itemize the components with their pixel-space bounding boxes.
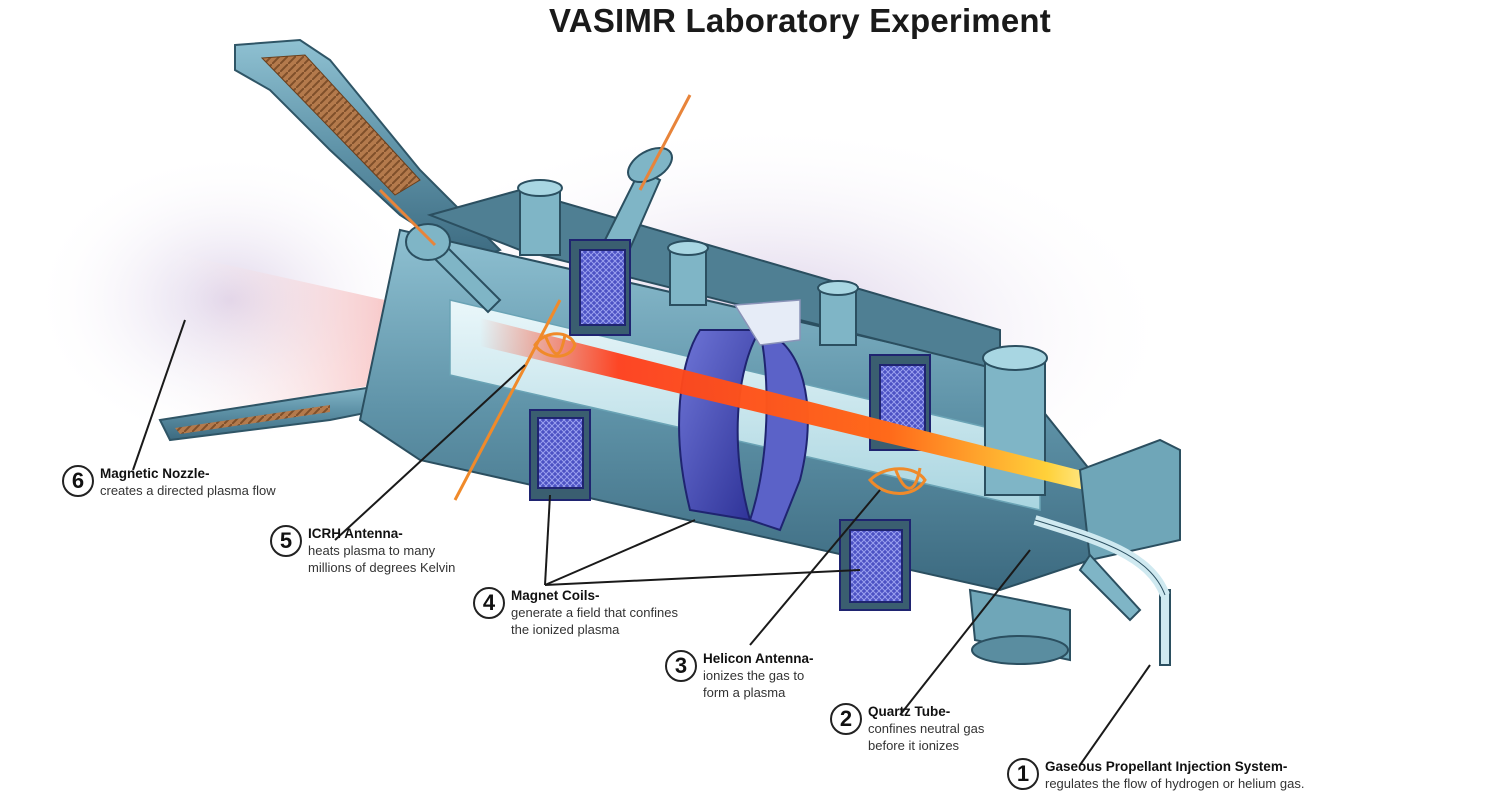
callout-desc: confines neutral gas: [868, 721, 985, 736]
side-ports: [405, 146, 673, 314]
callout-number: 4: [473, 587, 505, 619]
top-flanges: [517, 179, 1048, 496]
callout-desc: creates a directed plasma flow: [100, 483, 276, 498]
callout-number: 1: [1007, 758, 1039, 790]
callout-desc: the ionized plasma: [511, 622, 620, 637]
plasma-beam: [480, 318, 1110, 496]
callout-title: Gaseous Propellant Injection System-: [1045, 759, 1288, 774]
propellant-injector: [968, 438, 1181, 666]
callout-desc: generate a field that confines: [511, 605, 678, 620]
callout-title: ICRH Antenna-: [308, 526, 403, 541]
page-title: VASIMR Laboratory Experiment: [549, 2, 1051, 39]
plasma-plume: [160, 250, 520, 420]
callout-number: 6: [62, 465, 94, 497]
icrh-antenna: [453, 299, 577, 501]
callout-desc: before it ionizes: [868, 738, 960, 753]
callout-desc: heats plasma to many: [308, 543, 436, 558]
callout-desc: ionizes the gas to: [703, 668, 805, 683]
callout-desc: millions of degrees Kelvin: [308, 560, 456, 575]
callout-title: Magnetic Nozzle-: [100, 466, 210, 481]
callout-title: Helicon Antenna-: [703, 651, 814, 666]
callout-desc: form a plasma: [703, 685, 786, 700]
callout-number: 3: [665, 650, 697, 682]
helicon-antenna: [867, 467, 927, 495]
callout-number: 5: [270, 525, 302, 557]
callout-desc: regulates the flow of hydrogen or helium…: [1045, 776, 1305, 791]
leader-lines: [132, 319, 1151, 766]
callout-title: Magnet Coils-: [511, 588, 600, 603]
callout-title: Quartz Tube-: [868, 704, 951, 719]
magnet-coils: [529, 239, 931, 611]
callout-number: 2: [830, 703, 862, 735]
